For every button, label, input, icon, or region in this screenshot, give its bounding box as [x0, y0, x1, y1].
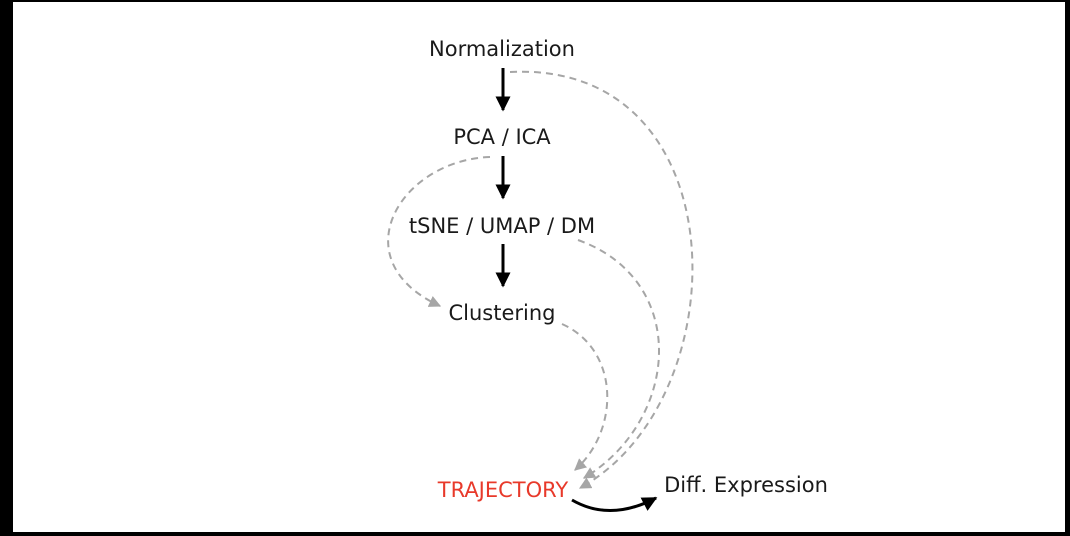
clustering-node: Clustering — [448, 301, 555, 325]
trajectory-node: TRAJECTORY — [437, 478, 569, 502]
tsne-umap-dm-node: tSNE / UMAP / DM — [409, 214, 595, 238]
slide-panel — [13, 2, 1065, 532]
pca-ica-node: PCA / ICA — [453, 125, 551, 149]
diff-expression-node: Diff. Expression — [664, 473, 828, 497]
dashed-arrow-tsne-to-trajectory — [577, 239, 660, 479]
dashed-arrow-clustering-to-trajectory — [561, 323, 609, 471]
dashed-arrow-normalization-to-trajectory — [509, 70, 694, 489]
arrow-trajectory-to-diff-expression — [571, 496, 658, 512]
dashed-arrow-pca-to-clustering — [387, 156, 491, 307]
normalization-node: Normalization — [429, 37, 575, 61]
